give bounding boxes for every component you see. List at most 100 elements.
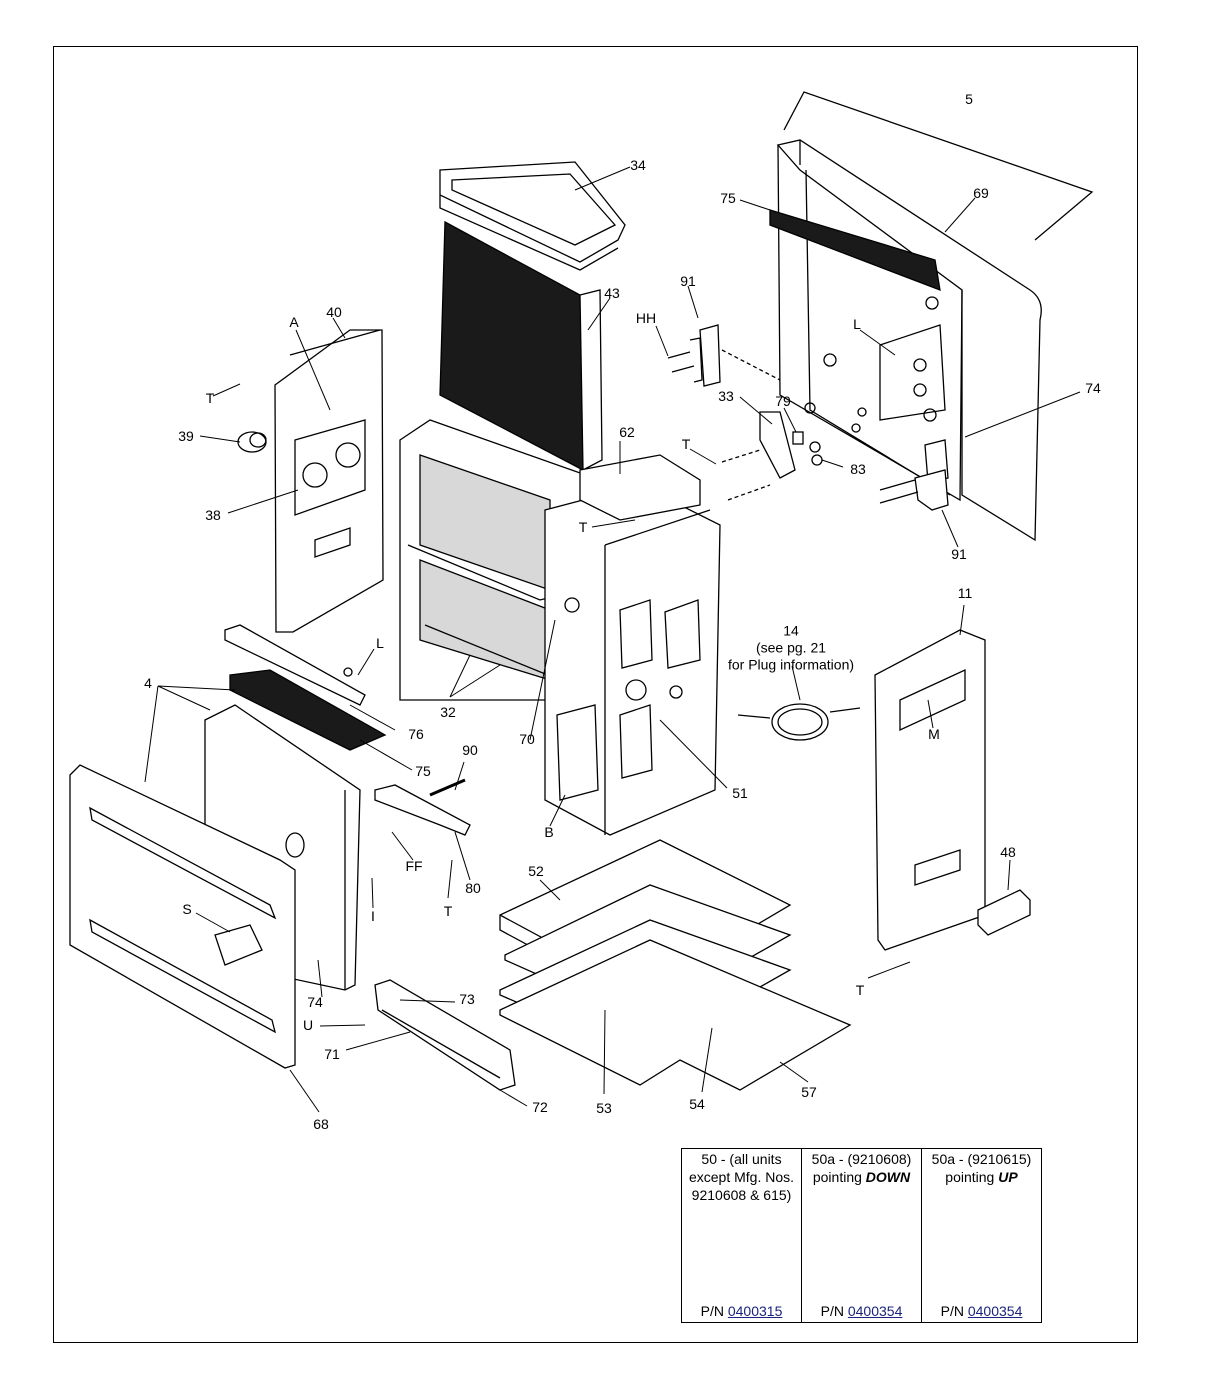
pn-prefix: P/N xyxy=(700,1303,728,1319)
note14-line3: for Plug information) xyxy=(727,656,855,673)
legend-text: pointing xyxy=(812,1169,866,1185)
callout-b: B xyxy=(544,824,554,840)
kick-plate-72 xyxy=(374,979,516,1091)
callout-80: 80 xyxy=(465,880,481,896)
callout-t: T xyxy=(205,390,215,406)
callout-79: 79 xyxy=(775,393,791,409)
callout-40: 40 xyxy=(326,304,342,320)
callout-u: U xyxy=(302,1017,314,1033)
callout-48: 48 xyxy=(1000,844,1016,860)
callout-4: 4 xyxy=(144,675,152,691)
legend-line: except Mfg. Nos. xyxy=(688,1169,795,1185)
callout-t: T xyxy=(681,436,691,452)
bracket-91-upper xyxy=(667,324,781,387)
callout-52: 52 xyxy=(528,863,544,879)
callout-t: T xyxy=(443,903,453,919)
bracket-33 xyxy=(721,411,823,501)
callout-75: 75 xyxy=(415,763,431,779)
direction-label: UP xyxy=(998,1169,1018,1185)
callout-91: 91 xyxy=(680,273,696,289)
callout-hh: HH xyxy=(635,310,657,326)
callout-5: 5 xyxy=(965,91,973,107)
legend-cell-50a-down: 50a - (9210608) pointing DOWN P/N 040035… xyxy=(801,1149,921,1322)
callout-m: M xyxy=(928,726,940,742)
legend-caption: 50a - (9210615) pointing UP xyxy=(922,1149,1041,1186)
callout-11: 11 xyxy=(957,585,973,601)
callout-74: 74 xyxy=(307,994,323,1010)
callout-38: 38 xyxy=(205,507,221,523)
callout-72: 72 xyxy=(532,1099,548,1115)
callout-51: 51 xyxy=(732,785,748,801)
callout-14-note: 14 (see pg. 21 for Plug information) xyxy=(716,623,866,674)
callout-90: 90 xyxy=(462,742,478,758)
callout-73: 73 xyxy=(459,991,475,1007)
legend-line: pointing DOWN xyxy=(802,1168,921,1186)
knob-39 xyxy=(237,431,267,453)
callout-91: 91 xyxy=(951,546,967,562)
note14-line2: (see pg. 21 xyxy=(755,639,827,656)
legend-line: 50a - (9210608) xyxy=(811,1151,912,1167)
legend-part-number: P/N 0400354 xyxy=(802,1303,921,1319)
callout-33: 33 xyxy=(718,388,734,404)
front-panel-40 xyxy=(274,329,384,633)
callout-71: 71 xyxy=(324,1046,340,1062)
legend-caption: 50a - (9210608) pointing DOWN xyxy=(802,1149,921,1186)
legend-part-number: P/N 0400354 xyxy=(922,1303,1041,1319)
callout-l: L xyxy=(853,316,861,332)
legend-cell-50a-up: 50a - (9210615) pointing UP P/N 0400354 xyxy=(921,1149,1041,1322)
handle-48 xyxy=(977,889,1031,936)
power-cord-14 xyxy=(737,703,861,741)
fitting-legend-table: 50 - (all units except Mfg. Nos. 9210608… xyxy=(681,1148,1042,1323)
callout-54: 54 xyxy=(689,1096,705,1112)
legend-text: pointing xyxy=(945,1169,999,1185)
callout-l: L xyxy=(376,635,384,651)
bracket-91-lower xyxy=(879,469,949,511)
callout-ff: FF xyxy=(405,858,423,874)
pn-prefix: P/N xyxy=(940,1303,968,1319)
callout-57: 57 xyxy=(801,1084,817,1100)
callout-53: 53 xyxy=(596,1100,612,1116)
callout-83: 83 xyxy=(850,461,866,477)
callout-68: 68 xyxy=(313,1116,329,1132)
bracket-80 xyxy=(374,778,471,836)
note14-line1: 14 xyxy=(783,622,799,639)
callout-32: 32 xyxy=(440,704,456,720)
callout-t: T xyxy=(578,519,588,535)
legend-line: pointing UP xyxy=(922,1168,1041,1186)
top-cover-5 xyxy=(769,91,1094,542)
callout-t: T xyxy=(855,982,865,998)
legend-line: 50a - (9210615) xyxy=(931,1151,1032,1167)
callout-34: 34 xyxy=(630,157,646,173)
callout-75: 75 xyxy=(720,190,736,206)
legend-part-number: P/N 0400315 xyxy=(682,1303,801,1319)
callout-62: 62 xyxy=(619,424,635,440)
callout-a: A xyxy=(289,314,299,330)
part-number-link[interactable]: 0400354 xyxy=(967,1303,1023,1319)
leader-lines xyxy=(144,166,1081,1113)
control-box-62 xyxy=(544,454,721,836)
callout-i: I xyxy=(371,908,375,924)
callout-76: 76 xyxy=(408,726,424,742)
pad-57 xyxy=(499,939,852,1091)
callout-74: 74 xyxy=(1085,380,1101,396)
side-panel-11 xyxy=(874,629,986,951)
legend-caption: 50 - (all units except Mfg. Nos. 9210608… xyxy=(682,1149,801,1204)
top-cap-34 xyxy=(439,161,626,271)
part-number-link[interactable]: 0400315 xyxy=(727,1303,783,1319)
legend-line: 9210608 & 615) xyxy=(691,1187,792,1203)
legend-line: 50 - (all units xyxy=(701,1151,782,1167)
diagram-frame xyxy=(53,46,1138,1343)
gasket-75 xyxy=(229,669,387,751)
callout-69: 69 xyxy=(973,185,989,201)
callout-39: 39 xyxy=(178,428,194,444)
rail-76 xyxy=(224,624,366,706)
callout-43: 43 xyxy=(604,285,620,301)
direction-label: DOWN xyxy=(865,1169,911,1185)
callout-s: S xyxy=(182,901,192,917)
door-68 xyxy=(69,764,305,1069)
legend-cell-50: 50 - (all units except Mfg. Nos. 9210608… xyxy=(682,1149,801,1322)
callout-70: 70 xyxy=(519,731,535,747)
part-number-link[interactable]: 0400354 xyxy=(847,1303,903,1319)
pn-prefix: P/N xyxy=(820,1303,848,1319)
